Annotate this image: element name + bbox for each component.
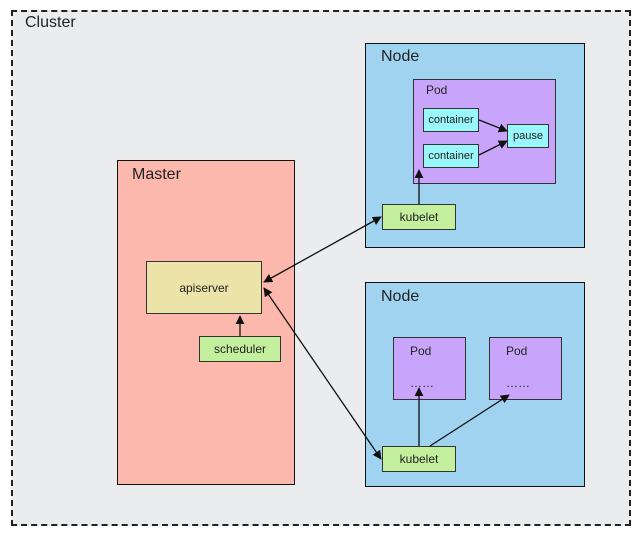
- pod-label-main: Pod: [426, 83, 448, 97]
- master-box: [117, 160, 295, 485]
- pod-content-small-2: ……: [506, 376, 530, 390]
- container-box-1: container: [423, 108, 479, 132]
- node-label-1: Node: [381, 48, 420, 65]
- scheduler-box: scheduler: [199, 336, 281, 362]
- kubelet-box-1: kubelet: [382, 204, 456, 230]
- pod-box-small-1: [393, 337, 466, 400]
- pod-content-small-1: ……: [410, 376, 434, 390]
- pod-box-small-2: [489, 337, 562, 400]
- apiserver-box: apiserver: [146, 261, 262, 314]
- pause-box: pause: [507, 124, 549, 148]
- pod-label-small-2: Pod: [506, 344, 528, 358]
- master-label: Master: [132, 166, 181, 183]
- cluster-label: Cluster: [25, 14, 76, 31]
- kubelet-box-2: kubelet: [382, 446, 456, 472]
- pod-label-small-1: Pod: [410, 344, 432, 358]
- node-label-2: Node: [381, 288, 420, 305]
- container-box-2: container: [423, 144, 479, 168]
